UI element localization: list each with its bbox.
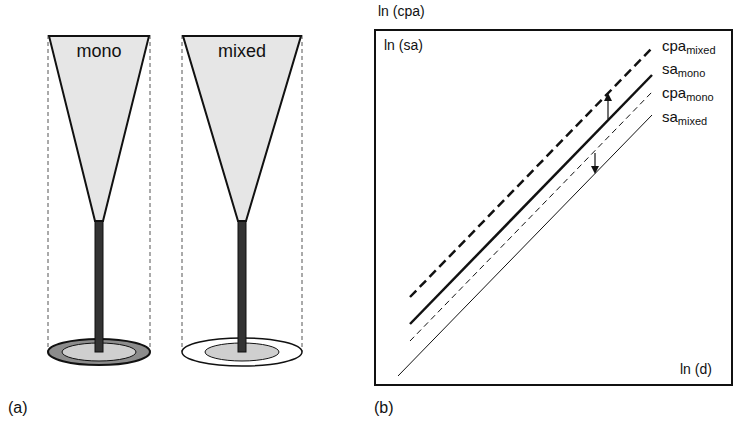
- crown-outline: [183, 36, 301, 221]
- subscript: mono: [678, 68, 706, 79]
- crown-label: mono: [48, 35, 150, 62]
- crown-shape: mono: [48, 35, 150, 222]
- axis-label: cpa: [662, 85, 686, 100]
- mono-plant: [48, 35, 150, 365]
- crown-outline: [182, 35, 302, 222]
- subscript: mixed: [686, 45, 715, 56]
- crown-shape: mixed: [182, 35, 302, 222]
- axis-label: ln (cpa): [378, 4, 425, 18]
- mixed-plant: [182, 35, 302, 366]
- plot: [375, 30, 732, 385]
- axis-label: sa: [662, 109, 678, 124]
- axis-label: (b): [374, 400, 394, 416]
- axis-label: cpa: [662, 38, 686, 53]
- subscript: mixed: [678, 116, 707, 127]
- crown-label: mixed: [182, 35, 302, 62]
- axis-label: sa: [662, 61, 678, 76]
- axis-label: ln (d): [680, 362, 712, 376]
- crown-outline: [48, 35, 150, 222]
- axis-label: ln (sa): [384, 38, 423, 52]
- crown-outline: [49, 36, 149, 221]
- subscript: mono: [686, 92, 714, 103]
- axis-label: (a): [8, 400, 28, 416]
